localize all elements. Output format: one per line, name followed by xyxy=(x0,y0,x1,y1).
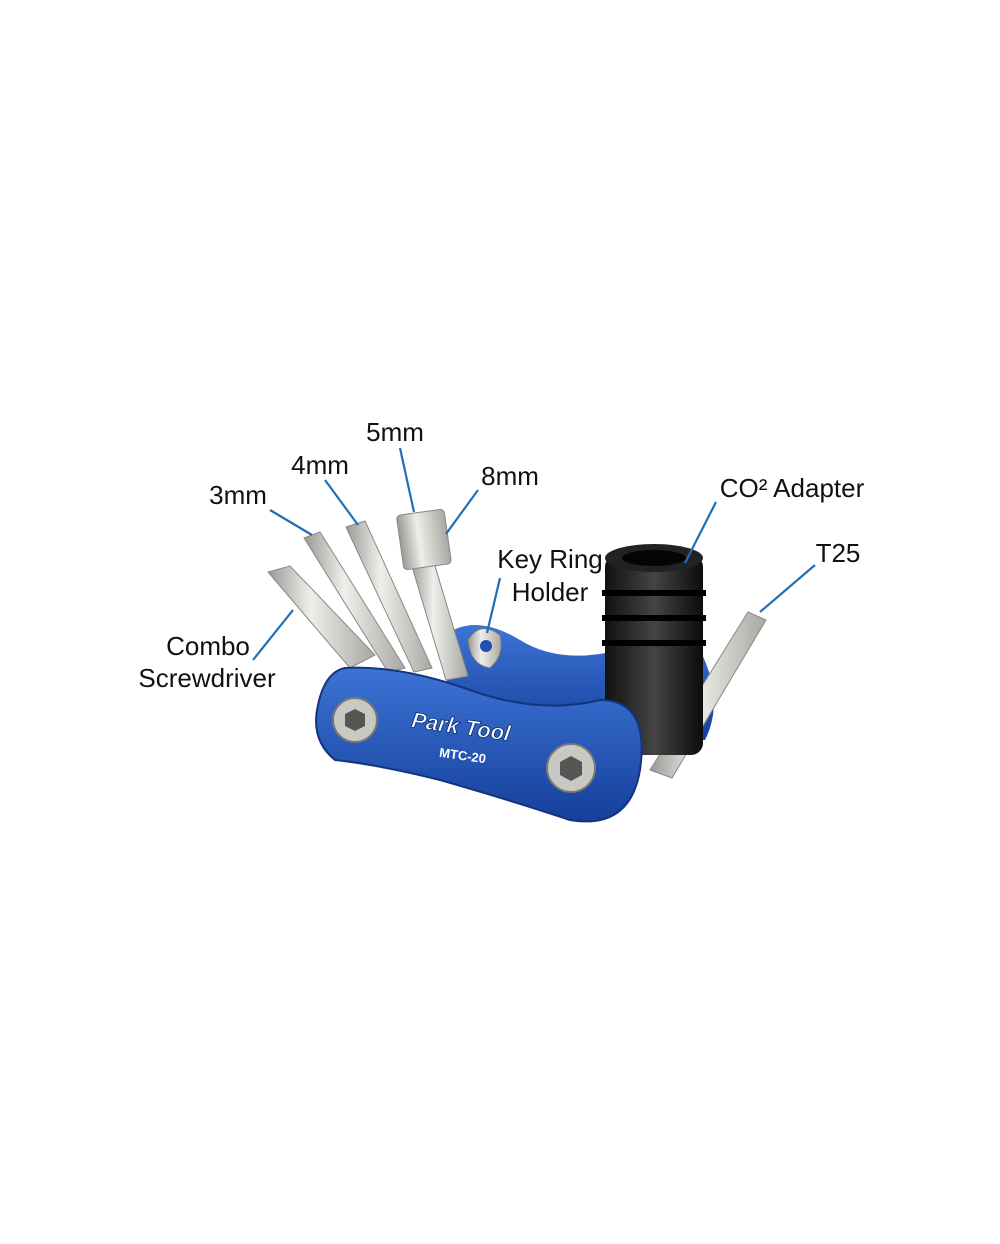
leader-line-keyring xyxy=(485,577,502,634)
label-3mm: 3mm xyxy=(209,480,267,510)
leader-line-3mm xyxy=(269,509,313,536)
bolt xyxy=(332,697,378,743)
leader-line-t25 xyxy=(759,564,816,613)
model-number: MTC-20 xyxy=(438,745,487,766)
co2-adapter xyxy=(602,544,706,755)
label-combo-line1: Combo xyxy=(166,631,250,661)
label-5mm: 5mm xyxy=(366,417,424,447)
hex-key-3mm xyxy=(303,531,406,673)
label-4mm: 4mm xyxy=(291,450,349,480)
leader-line-5mm xyxy=(398,447,416,513)
bolt xyxy=(546,743,596,793)
key-ring-holder xyxy=(467,628,502,669)
combo-screwdriver-blade xyxy=(267,565,376,669)
leader-line-combo xyxy=(252,609,294,661)
leader-line-4mm xyxy=(324,479,359,526)
hex-key-5mm-8mm xyxy=(396,508,469,681)
label-key-ring-line2: Holder xyxy=(512,577,589,607)
leader-line-8mm xyxy=(445,489,479,535)
label-8mm: 8mm xyxy=(481,461,539,491)
label-key-ring-line1: Key Ring xyxy=(497,544,603,574)
label-co2-adapter: CO² Adapter xyxy=(720,473,865,503)
leader-line-co2 xyxy=(684,501,717,564)
label-combo-line2: Screwdriver xyxy=(138,663,276,693)
hex-key-4mm xyxy=(345,520,433,673)
label-t25: T25 xyxy=(816,538,861,568)
